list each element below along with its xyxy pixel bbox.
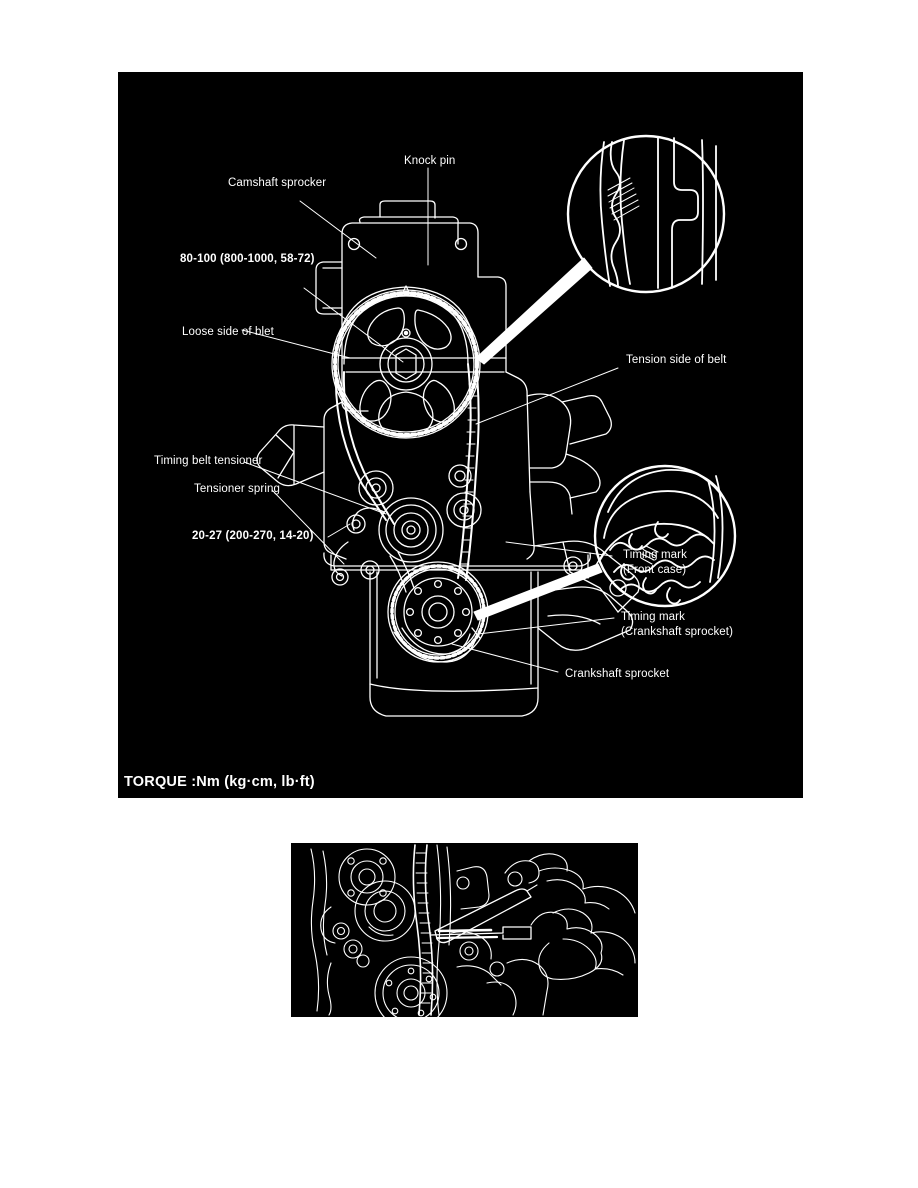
timing-belt-tension-check-linework [310, 844, 636, 1017]
timing-belt-assembly-linework [241, 134, 737, 717]
callout-torque-camshaft-sprocket: 80-100 (800-1000, 58-72) [180, 253, 315, 265]
callout-knock-pin: Knock pin [404, 155, 456, 167]
callout-tension-side-of-belt: Tension side of belt [626, 354, 727, 366]
callout-timing-mark-front-case-line2: (Front case) [623, 564, 687, 576]
callout-crankshaft-sprocket: Crankshaft sprocket [565, 668, 670, 680]
callout-tensioner-spring: Tensioner spring [194, 483, 280, 495]
callout-timing-belt-tensioner: Timing belt tensioner [154, 455, 263, 467]
callout-camshaft-sprocket: Camshaft sprocker [228, 177, 327, 189]
timing-belt-tension-check-figure [291, 843, 638, 1017]
torque-units-caption: TORQUE :Nm (kg·cm, lb·ft) [124, 774, 315, 790]
callout-torque-tensioner: 20-27 (200-270, 14-20) [192, 530, 314, 542]
callout-loose-side-of-belt: Loose side of blet [182, 326, 274, 338]
timing-belt-assembly-figure: Knock pin Camshaft sprocker 80-100 (800-… [118, 72, 803, 798]
callout-timing-mark-crankshaft-sprocket-line2: (Crankshaft sprocket) [621, 626, 734, 638]
callout-timing-mark-front-case-line1: Timing mark [623, 549, 687, 561]
callout-timing-mark-crankshaft-sprocket-line1: Timing mark [621, 611, 685, 623]
